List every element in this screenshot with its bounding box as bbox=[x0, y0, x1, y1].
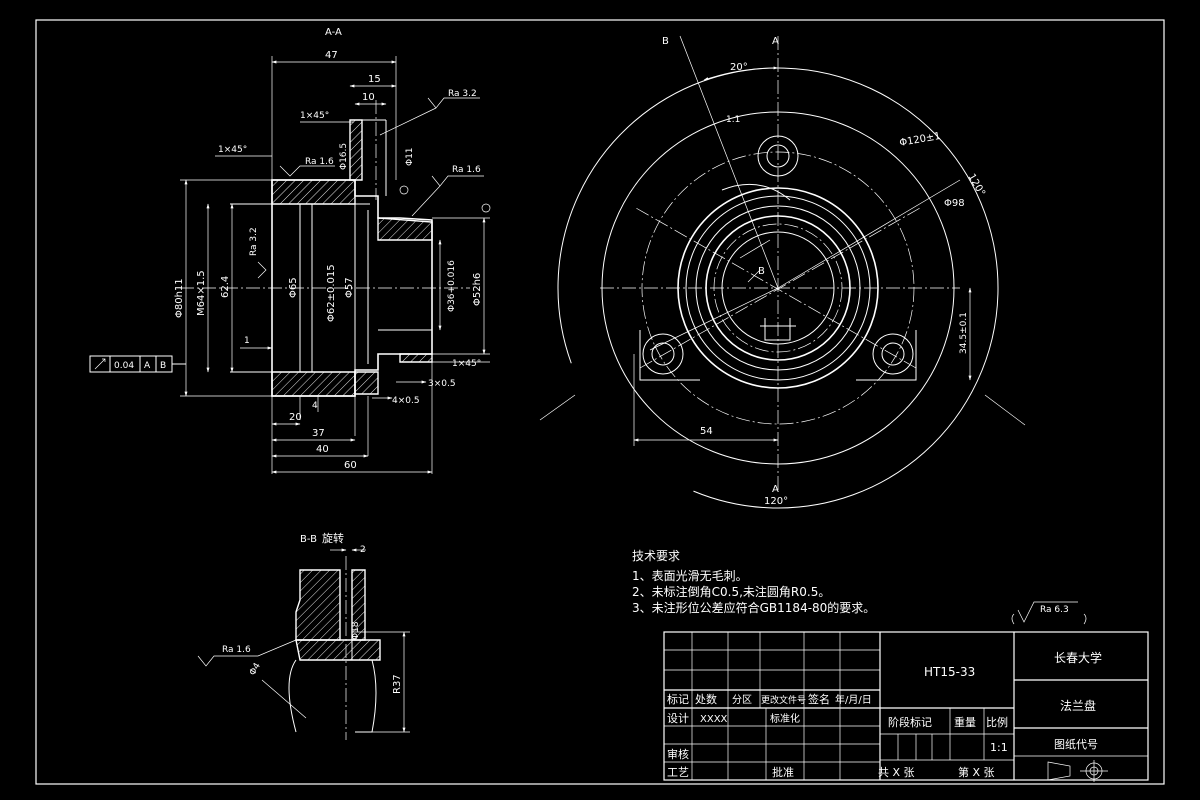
dia-98: Φ98 bbox=[944, 198, 965, 209]
groove-4x05: 4×0.5 bbox=[392, 396, 420, 406]
ra-16-bb: Ra 1.6 bbox=[222, 645, 251, 655]
tb-standard: 标准化 bbox=[770, 712, 800, 725]
tolerance-value: 0.04 bbox=[114, 361, 134, 371]
dia-80h11: Φ80h11 bbox=[174, 278, 185, 318]
dia-36: Φ36+0.016 bbox=[447, 260, 457, 312]
section-aa-label: A-A bbox=[325, 27, 342, 38]
title-block: 标记 处数 分区 更改文件号 签名 年/月/日 设计 XXXX 标准化 审核 工… bbox=[663, 631, 1149, 782]
tb-stage-mark: 阶段标记 bbox=[888, 715, 932, 729]
dia-120: Φ120±1 bbox=[899, 131, 942, 149]
angle-120-right: 120° bbox=[965, 172, 987, 198]
dim-54: 54 bbox=[700, 426, 713, 437]
label-b-center: B bbox=[758, 266, 765, 277]
tb-designer: XXXX bbox=[700, 714, 728, 725]
dim-62-4: 62.4 bbox=[220, 276, 231, 298]
chamfer-right: 1×45° bbox=[452, 359, 481, 369]
section-bb: B-B 旋转 2 Φ18 R37 Φ4 Ra 1.6 bbox=[197, 531, 410, 740]
tolerance-frame: 0.04 A B bbox=[89, 355, 186, 373]
tech-heading: 技术要求 bbox=[632, 549, 680, 563]
tolerance-datum-a: A bbox=[144, 361, 151, 371]
tb-sheet-no: 第 X 张 bbox=[958, 765, 995, 779]
tb-total-sheets: 共 X 张 bbox=[878, 766, 915, 779]
tolerance-datum-b: B bbox=[160, 361, 166, 371]
dia-4: Φ4 bbox=[248, 661, 263, 677]
tb-process: 工艺 bbox=[667, 766, 689, 779]
tb-hdr-sign: 签名 bbox=[808, 692, 830, 706]
dia-11: Φ11 bbox=[405, 147, 415, 166]
dia-16-5: Φ16.5 bbox=[339, 143, 349, 170]
ra-16-right: Ra 1.6 bbox=[452, 165, 481, 175]
dim-15: 15 bbox=[368, 74, 381, 85]
tb-design: 设计 bbox=[667, 712, 689, 725]
projection-symbol-icon bbox=[1047, 760, 1108, 782]
tech-requirements: 技术要求 1、表面光滑无毛刺。 2、未标注倒角C0.5,未注圆角R0.5。 3、… bbox=[632, 549, 875, 615]
tb-hdr-date: 年/月/日 bbox=[835, 693, 872, 706]
tb-hdr-zone: 分区 bbox=[732, 694, 752, 706]
tech-item-1: 1、表面光滑无毛刺。 bbox=[632, 569, 748, 583]
tb-part-name: 法兰盘 bbox=[1060, 698, 1096, 713]
dim-20: 20 bbox=[289, 412, 302, 423]
label-a-top: A bbox=[772, 36, 779, 47]
dim-60: 60 bbox=[344, 460, 357, 471]
section-bb-label: B-B bbox=[300, 534, 317, 545]
ra-16-left: Ra 1.6 bbox=[305, 157, 334, 167]
dim-47: 47 bbox=[325, 50, 338, 61]
dim-10: 10 bbox=[362, 92, 375, 103]
chamfer-left: 1×45° bbox=[218, 145, 247, 155]
label-b-top: B bbox=[662, 36, 669, 47]
label-1-1: 1.1 bbox=[726, 115, 740, 125]
angle-120-bottom: 120° bbox=[764, 496, 788, 507]
roughness-value: Ra 6.3 bbox=[1040, 605, 1069, 615]
tb-weight: 重量 bbox=[954, 715, 976, 729]
tb-hdr-mark: 标记 bbox=[667, 692, 689, 706]
groove-3x05: 3×0.5 bbox=[428, 379, 456, 389]
dim-2: 2 bbox=[360, 545, 366, 555]
label-a-bottom: A bbox=[772, 484, 779, 495]
angle-20: 20° bbox=[730, 62, 748, 73]
tb-scale: 比例 bbox=[986, 715, 1008, 729]
section-bb-rotated: 旋转 bbox=[322, 531, 344, 545]
r-37: R37 bbox=[392, 674, 403, 694]
tb-school: 长春大学 bbox=[1054, 650, 1102, 665]
dim-34-5: 34.5±0.1 bbox=[959, 312, 969, 354]
ra-32-bore: Ra 3.2 bbox=[249, 227, 259, 256]
m64-thread: M64×1.5 bbox=[196, 270, 207, 316]
dim-37: 37 bbox=[312, 428, 325, 439]
dim-4: 4 bbox=[312, 401, 318, 411]
dim-40: 40 bbox=[316, 444, 329, 455]
roughness-note: Ra 6.3 bbox=[1011, 601, 1087, 625]
tb-approve: 批准 bbox=[772, 765, 794, 779]
tb-review: 审核 bbox=[667, 747, 689, 761]
dim-1: 1 bbox=[244, 336, 250, 346]
tb-hdr-change: 更改文件号 bbox=[761, 694, 806, 706]
dia-52h6: Φ52h6 bbox=[472, 273, 483, 306]
tb-hdr-count: 处数 bbox=[695, 693, 717, 706]
front-view: 20° 120° 120° Φ120±1 Φ98 54 34.5±0.1 A A… bbox=[539, 35, 1026, 509]
dia-18: Φ18 bbox=[351, 621, 361, 640]
tb-drawing-code: 图纸代号 bbox=[1054, 738, 1098, 751]
drawing-border bbox=[35, 19, 1165, 785]
tb-material: HT15-33 bbox=[924, 665, 975, 679]
tech-item-3: 3、未注形位公差应符合GB1184-80的要求。 bbox=[632, 600, 875, 615]
dia-65: Φ65 bbox=[288, 277, 299, 298]
tech-item-2: 2、未标注倒角C0.5,未注圆角R0.5。 bbox=[632, 584, 830, 599]
chamfer-top: 1×45° bbox=[300, 111, 329, 121]
section-aa: A-A 47 15 10 1×45° 1×45° bbox=[174, 27, 491, 474]
ra-32-top: Ra 3.2 bbox=[448, 89, 477, 99]
dia-62-tol: Φ62±0.015 bbox=[326, 264, 337, 322]
dia-57: Φ57 bbox=[344, 277, 355, 298]
tb-scale-value: 1:1 bbox=[990, 741, 1008, 754]
